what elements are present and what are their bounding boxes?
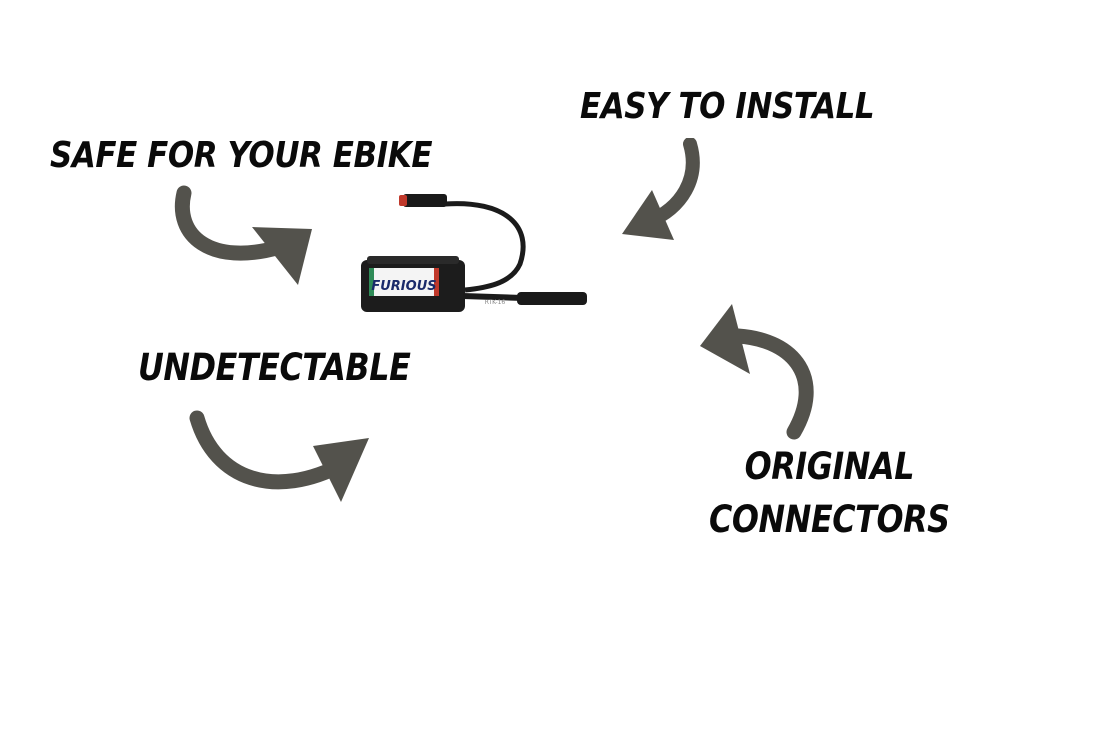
curved-arrow-icon [175, 185, 312, 285]
easy-to-install-label: EASY TO INSTALL [580, 86, 875, 127]
cable-print: RTK-16 [485, 299, 506, 306]
undetectable-label: UNDETECTABLE [138, 346, 411, 389]
top-connector [403, 194, 447, 207]
original-connectors-line1: ORIGINAL [744, 445, 915, 488]
curved-arrow-icon [189, 410, 369, 502]
curved-arrow-icon [700, 304, 814, 440]
sensor-connector [517, 292, 587, 305]
safe-for-ebike-label: SAFE FOR YOUR EBIKE [50, 135, 433, 176]
curved-arrow-icon [622, 138, 700, 240]
original-connectors-label: ORIGINAL CONNECTORS [709, 440, 950, 546]
device-brand-label: FURIOUS [371, 279, 436, 294]
furious-device-image: FURIOUS RTK-16 [361, 194, 587, 312]
original-connectors-line2: CONNECTORS [709, 498, 950, 541]
